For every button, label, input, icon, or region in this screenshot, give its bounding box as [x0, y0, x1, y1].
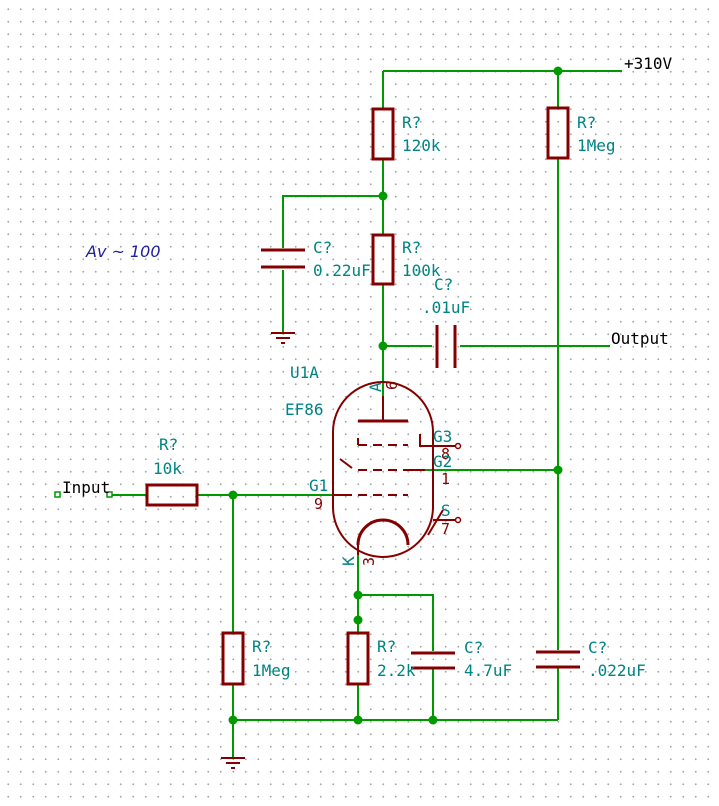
wire-decouple-branch	[282, 195, 383, 248]
r2k2-value: 2.2k	[377, 661, 416, 680]
junction-supply	[553, 66, 563, 76]
shield-unconnected-pin	[454, 516, 462, 524]
junctions	[228, 66, 563, 725]
tube-shield	[427, 509, 444, 536]
junction-decouple	[378, 191, 388, 201]
pin-cathode-number: 3	[360, 557, 378, 566]
input-port-end	[106, 491, 113, 498]
tube-cathode-arc	[356, 518, 410, 546]
c47-ref: C?	[464, 638, 483, 657]
pin-g2-name: G2	[433, 452, 452, 471]
junction-gnd-2	[353, 715, 363, 725]
resistor-100k[interactable]	[371, 233, 395, 286]
tube-ref-label: U1A	[290, 363, 319, 382]
junction-cathode-1	[353, 590, 363, 600]
resistor-120k[interactable]	[371, 107, 395, 161]
g3-unconnected-pin	[454, 442, 462, 450]
r1meg-screen-ref: R?	[577, 113, 596, 132]
junction-screen	[553, 465, 563, 475]
pin-g3-number: 8	[441, 445, 450, 463]
c01-value: .01uF	[422, 298, 470, 317]
r10k-ref: R?	[159, 435, 178, 454]
c47-value: 4.7uF	[464, 661, 512, 680]
pin-shield-name: S	[441, 501, 451, 520]
r2k2-ref: R?	[377, 637, 396, 656]
ground-symbol-decouple	[271, 332, 295, 344]
c022-screen-ref: C?	[588, 638, 607, 657]
pin-g3-name: G3	[433, 427, 452, 446]
c022-screen-value: .022uF	[588, 661, 646, 680]
junction-grid	[228, 490, 238, 500]
pentode-tube-ef86[interactable]	[332, 381, 462, 558]
net-supply-label: +310V	[624, 54, 673, 73]
r1meg-grid-value: 1Meg	[252, 661, 291, 680]
pin-shield-number: 7	[441, 520, 450, 538]
capacitor-.01uf-output[interactable]	[435, 325, 457, 368]
junction-anode-output	[378, 341, 388, 351]
pin-g1-number: 9	[314, 495, 323, 513]
ground-symbol-main	[221, 757, 245, 769]
r120k-value: 120k	[402, 136, 441, 155]
net-output-label: Output	[611, 329, 669, 348]
tube-envelope	[332, 381, 434, 558]
c022-value: 0.22uF	[313, 261, 371, 280]
resistor-10k-input[interactable]	[145, 483, 199, 507]
junction-cathode-2	[353, 615, 363, 625]
r120k-ref: R?	[402, 113, 421, 132]
junction-gnd-3	[428, 715, 438, 725]
net-input-label: Input	[62, 478, 110, 497]
wire-cathode-cap-branch	[358, 594, 434, 651]
resistor-1meg-grid[interactable]	[221, 631, 245, 686]
pin-anode-number: 6	[383, 381, 401, 390]
capacitor-4.7uf-cathode[interactable]	[411, 651, 455, 670]
junction-gnd-1	[228, 715, 238, 725]
resistor-1meg-screen[interactable]	[546, 106, 570, 160]
gain-note: Av ~ 100	[85, 242, 161, 261]
capacitor-.022uf-screen[interactable]	[536, 650, 580, 669]
input-port[interactable]	[54, 491, 61, 498]
resistor-2k2-cathode[interactable]	[346, 631, 370, 686]
pin-cathode-name: K	[339, 556, 358, 566]
r1meg-grid-ref: R?	[252, 637, 271, 656]
pin-g2-number: 1	[441, 470, 450, 488]
tube-value-label: EF86	[285, 400, 324, 419]
r1meg-screen-value: 1Meg	[577, 136, 616, 155]
capacitor-0.22uf[interactable]	[261, 248, 305, 269]
c022-ref: C?	[313, 238, 332, 257]
pin-anode-name: A	[366, 382, 385, 392]
r100k-ref: R?	[402, 238, 421, 257]
wires	[110, 70, 622, 758]
c01-ref: C?	[434, 275, 453, 294]
pin-g1-name: G1	[309, 476, 328, 495]
r10k-value: 10k	[153, 459, 182, 478]
r100k-value: 100k	[402, 261, 441, 280]
